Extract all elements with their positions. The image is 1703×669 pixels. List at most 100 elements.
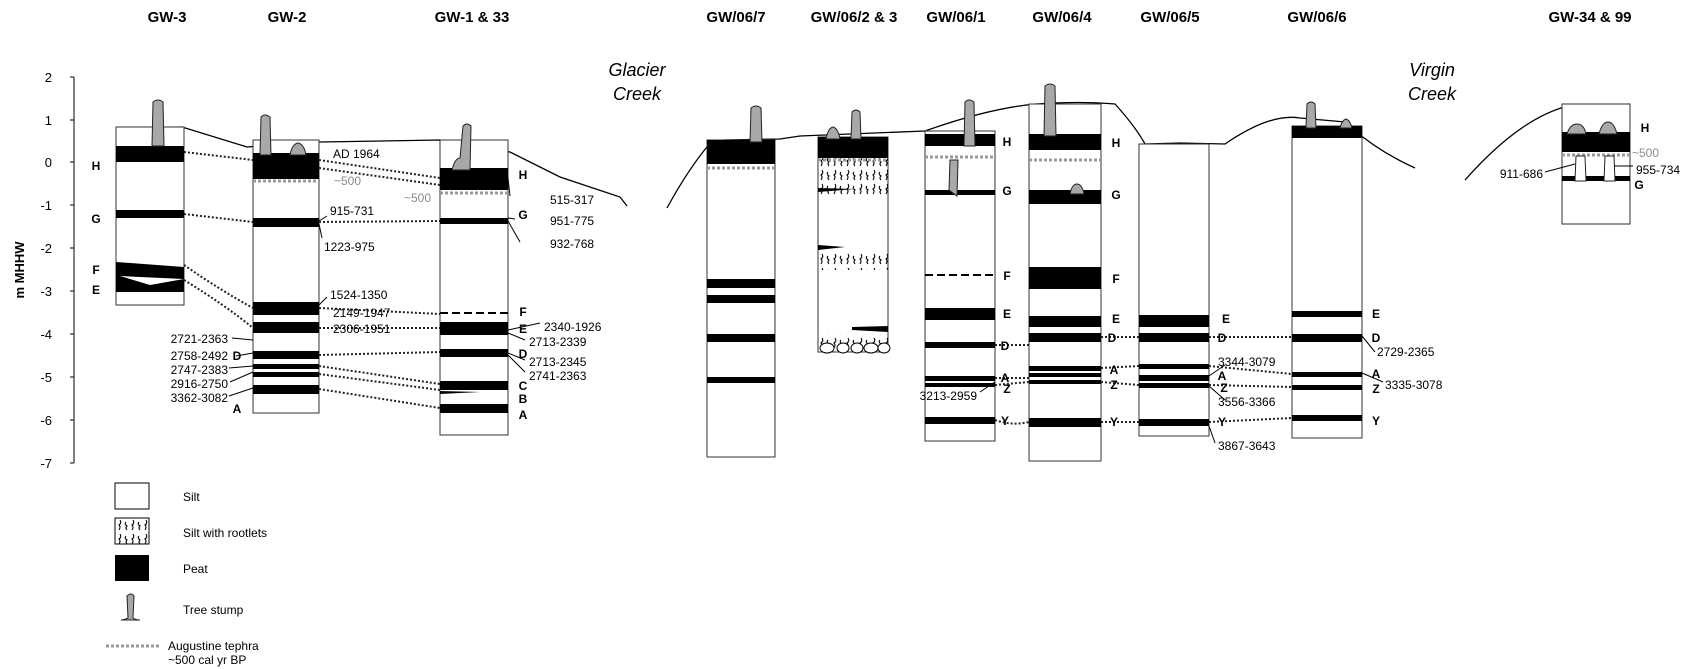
- age-label: 2758-2492: [171, 349, 229, 363]
- age-label: 2713-2345: [529, 355, 587, 369]
- age-label: AD 1964: [333, 147, 380, 161]
- age-label: 3335-3078: [1385, 378, 1443, 392]
- unit-label: G: [518, 208, 527, 222]
- unit-label: H: [1003, 135, 1012, 149]
- legend-label-stump: Tree stump: [183, 603, 244, 617]
- tree-stump-icon: [749, 105, 763, 143]
- unit-label: E: [92, 283, 100, 297]
- y-axis: 2 1 0 -1 -2 -3 -4 -5 -6 -7 m MHHW: [12, 70, 75, 471]
- legend: Silt Silt with rootlets Peat Tree stump …: [106, 482, 267, 667]
- unit-label: A: [1001, 371, 1010, 385]
- legend-swatch-silt: [114, 482, 150, 510]
- unit-label: Z: [1003, 382, 1010, 396]
- header-gw06-7: GW/06/7: [706, 9, 765, 26]
- age-label: 3362-3082: [171, 391, 229, 405]
- unit-label: E: [519, 322, 527, 336]
- age-label: 1223-975: [324, 240, 375, 254]
- tree-stump-icon: [151, 99, 165, 147]
- leader-lines: [228, 163, 1633, 444]
- unit-label: H: [519, 168, 528, 182]
- age-label: 3344-3079: [1218, 355, 1276, 369]
- legend-label-rootlets: Silt with rootlets: [183, 526, 267, 540]
- unit-label: Y: [1001, 414, 1009, 428]
- tree-stump-icon: [1598, 121, 1618, 135]
- legend-label-peat: Peat: [183, 562, 208, 576]
- unit-label: H: [1112, 136, 1121, 150]
- tree-stump-icon: [948, 159, 959, 197]
- legend-swatch-peat: [115, 555, 149, 581]
- age-label: 951-775: [550, 214, 594, 228]
- unit-label: G: [1111, 188, 1120, 202]
- age-label: 911-686: [1500, 167, 1543, 181]
- tephra-age-label: ~500: [1632, 146, 1659, 160]
- age-label: 1524-1350: [330, 288, 388, 302]
- column-gw06-6: [1291, 101, 1363, 439]
- column-gw06-4: [1028, 83, 1102, 462]
- age-label: 2729-2365: [1377, 345, 1435, 359]
- age-label: 2149-1947: [333, 306, 391, 320]
- age-label: 515-317: [550, 193, 594, 207]
- unit-label: G: [1002, 184, 1011, 198]
- legend-label-silt: Silt: [183, 490, 200, 504]
- age-label: 2916-2750: [171, 377, 229, 391]
- unit-label: A: [1372, 367, 1381, 381]
- unit-label: D: [519, 347, 528, 361]
- tree-stump-icon: [1305, 101, 1317, 129]
- unit-labels: H G F E D A H G F E D C B A H G F E D A …: [91, 121, 1649, 429]
- header-gw3: GW-3: [148, 9, 187, 26]
- y-tick: -2: [40, 241, 52, 256]
- unit-label: Z: [1110, 378, 1117, 392]
- y-tick: 2: [45, 70, 52, 85]
- virgin-creek-label: Virgin: [1409, 60, 1455, 80]
- tree-stump-icon: [451, 123, 472, 171]
- unit-label: G: [1634, 178, 1643, 192]
- header-gw1-33: GW-1 & 33: [435, 9, 510, 26]
- y-tick: -6: [40, 413, 52, 428]
- age-label: 2713-2339: [529, 335, 587, 349]
- tree-stump-icon: [289, 142, 307, 156]
- unit-label: A: [519, 408, 528, 422]
- unit-label: F: [1003, 269, 1010, 283]
- unit-label: D: [233, 349, 242, 363]
- y-tick: -5: [40, 370, 52, 385]
- y-tick: -4: [40, 327, 52, 342]
- age-label: 2306-1951: [333, 322, 391, 336]
- unit-label: D: [1218, 331, 1227, 345]
- legend-label-tephra: Augustine tephra: [168, 639, 259, 653]
- column-gw06-7: [706, 105, 776, 458]
- glacier-creek-label: Glacier: [608, 60, 666, 80]
- y-tick: 1: [45, 113, 52, 128]
- column-gw34-99: [1561, 103, 1631, 225]
- column-headers: GW-3 GW-2 GW-1 & 33 GW/06/7 GW/06/2 & 3 …: [148, 9, 1632, 26]
- column-gw1-33: [439, 123, 509, 436]
- header-gw06-5: GW/06/5: [1140, 9, 1199, 26]
- age-label: 2747-2383: [171, 363, 229, 377]
- age-label: 3213-2959: [920, 389, 978, 403]
- legend-swatch-rootlets: [114, 517, 150, 545]
- unit-label: Y: [1110, 415, 1118, 429]
- unit-label: C: [519, 379, 528, 393]
- age-labels: AD 1964 ~500 ~500 ~500 915-731 1223-975 …: [171, 146, 1681, 453]
- header-gw2: GW-2: [268, 9, 307, 26]
- unit-label: E: [1003, 307, 1011, 321]
- tree-stump-icon: [963, 99, 976, 147]
- tree-stump-icon: [120, 593, 141, 621]
- y-tick: -3: [40, 284, 52, 299]
- tree-stump-icon: [1566, 123, 1587, 135]
- header-gw34-99: GW-34 & 99: [1548, 9, 1631, 26]
- unit-label: D: [1108, 331, 1117, 345]
- unit-label: A: [233, 402, 242, 416]
- age-label: 915-731: [330, 204, 374, 218]
- age-label: 955-734: [1636, 163, 1680, 177]
- unit-label: D: [1372, 331, 1381, 345]
- unit-label: E: [1112, 312, 1120, 326]
- unit-label: D: [1001, 339, 1010, 353]
- unit-label: A: [1218, 369, 1227, 383]
- y-axis-title: m MHHW: [12, 241, 27, 299]
- unit-label: H: [92, 159, 101, 173]
- tephra-age-label: ~500: [334, 174, 361, 188]
- tree-stump-icon: [850, 109, 862, 140]
- header-gw06-1: GW/06/1: [926, 9, 985, 26]
- age-label: 3556-3366: [1218, 395, 1276, 409]
